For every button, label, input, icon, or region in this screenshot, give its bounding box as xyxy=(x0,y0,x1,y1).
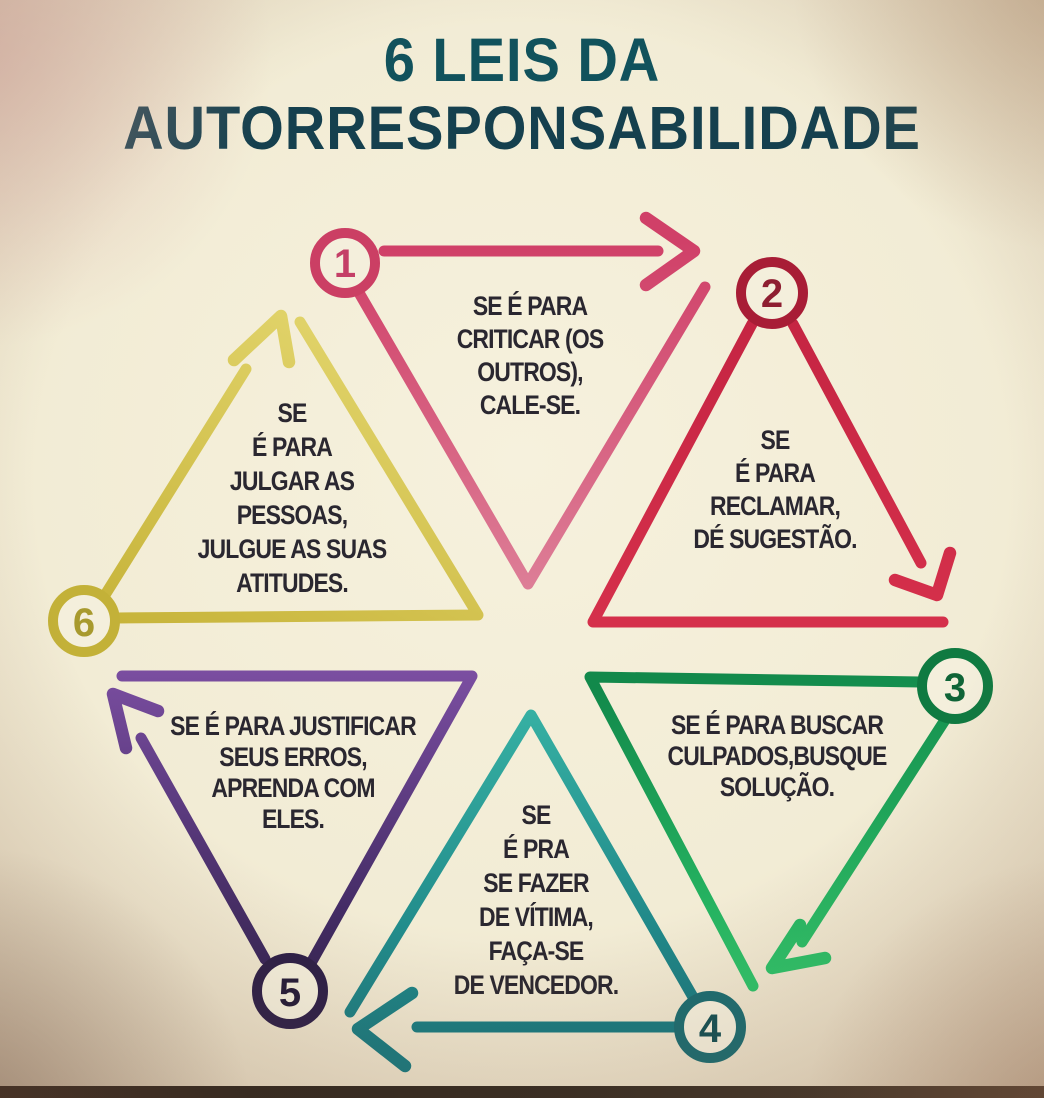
law-1-number: 1 xyxy=(334,242,356,286)
law-3-arrowhead-icon xyxy=(765,918,832,975)
law-2-text: SE É PARA RECLAMAR, DÉ SUGESTÃO. xyxy=(693,425,857,554)
law-6-number: 6 xyxy=(73,601,95,645)
law-6-arrowhead-icon xyxy=(227,309,296,369)
law-4-text: SE É PRA SE FAZER DE VÍTIMA, FAÇA-SE DE … xyxy=(453,800,619,1000)
law-2-number: 2 xyxy=(761,272,783,316)
law-5-number: 5 xyxy=(279,971,301,1015)
law-3-number: 3 xyxy=(944,666,966,710)
law-6-text: SE É PARA JULGAR AS PESSOAS, JULGUE AS S… xyxy=(197,398,388,598)
law-4-number: 4 xyxy=(699,1007,722,1051)
law-1-text: SE É PARA CRITICAR (OS OUTROS), CALE-SE. xyxy=(456,291,604,420)
law-5-arrowhead-icon xyxy=(106,687,165,755)
law-4-arrowhead-icon xyxy=(351,986,419,1073)
bottom-border-bar xyxy=(0,1086,1044,1098)
law-3-text: SE É PARA BUSCAR CULPADOS,BUSQUE SOLUÇÃO… xyxy=(667,710,888,802)
law-5-text: SE É PARA JUSTIFICAR SEUS ERROS, APRENDA… xyxy=(170,711,417,834)
